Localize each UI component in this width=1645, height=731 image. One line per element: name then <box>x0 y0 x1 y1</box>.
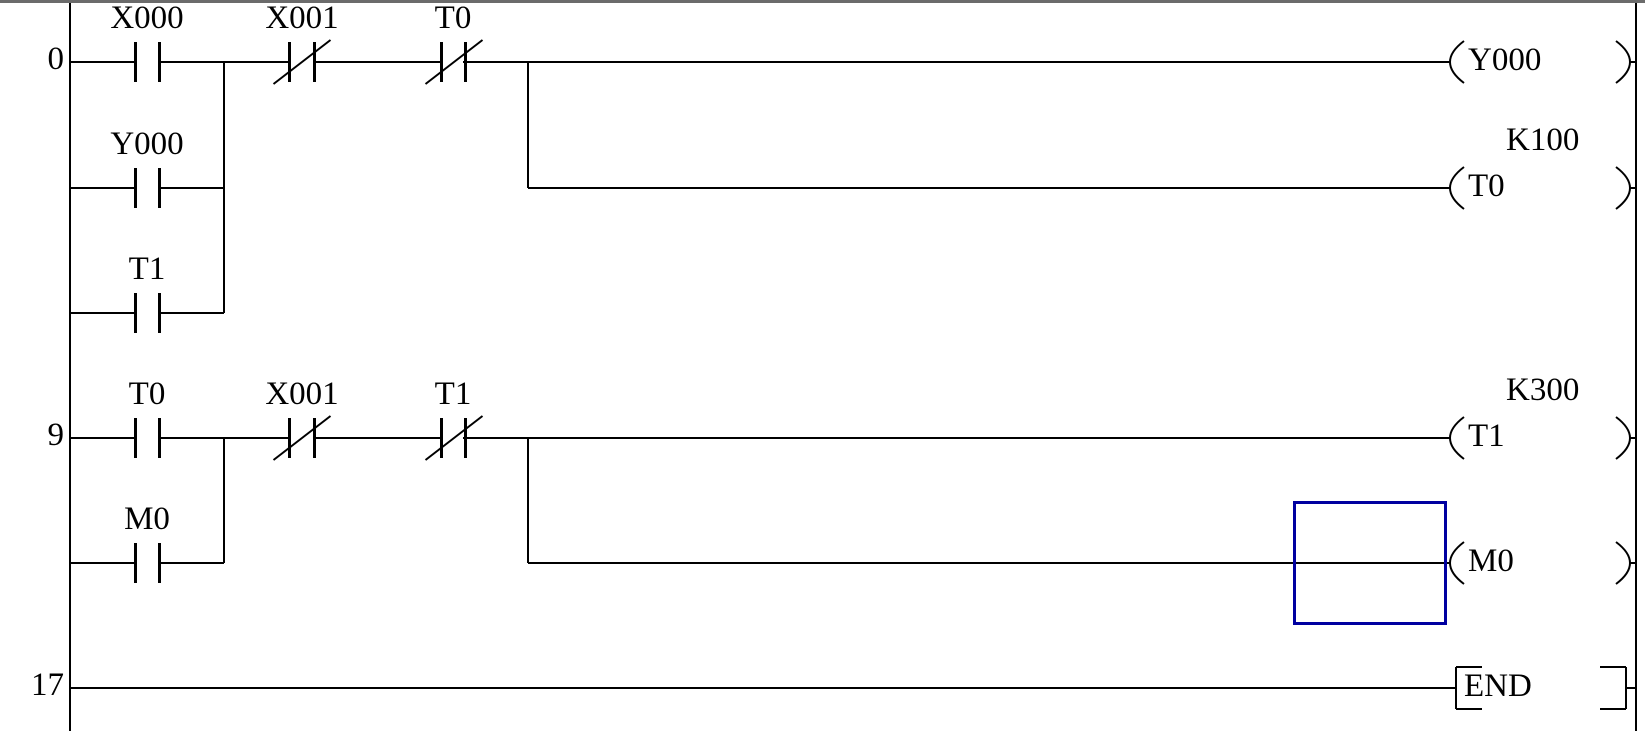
rung0-timer-coil-t0-label: T0 <box>1468 168 1505 204</box>
rung0-contact-y000-no[interactable] <box>134 168 161 208</box>
rung9-timer-coil-t1[interactable] <box>1449 416 1636 460</box>
rung0-contact-t1-no[interactable] <box>134 293 161 333</box>
rung0-wires <box>70 61 1451 314</box>
rung9-contact-x001-nc[interactable] <box>272 415 332 461</box>
rung0-contact-t0-nc[interactable] <box>424 39 484 85</box>
rung0-contact-x001-label: X001 <box>265 0 339 36</box>
selection-cursor[interactable] <box>1293 501 1447 625</box>
rung9-contact-m0-label: M0 <box>124 501 170 537</box>
rung0-coil-y000[interactable] <box>1449 40 1636 84</box>
rung9-contact-t1-nc[interactable] <box>424 415 484 461</box>
rung9-contact-m0-no[interactable] <box>134 543 161 583</box>
rung0-contact-t0-label: T0 <box>434 0 472 36</box>
rung9-timer-coil-t1-label: T1 <box>1468 418 1505 454</box>
rung0-timer-preset-k100: K100 <box>1506 122 1580 158</box>
rung17-step-number: 17 <box>31 667 64 703</box>
rung9-coil-m0[interactable] <box>1449 541 1636 585</box>
rung9-contact-t0-label: T0 <box>128 376 166 412</box>
rung0-step-number: 0 <box>47 41 65 77</box>
rung9-contact-t1-label: T1 <box>434 376 472 412</box>
rung0-timer-coil-t0[interactable] <box>1449 166 1636 210</box>
rung0-contact-x001-nc[interactable] <box>272 39 332 85</box>
rung17-end-label: END <box>1464 668 1532 704</box>
rung9-coil-m0-label: M0 <box>1468 543 1514 579</box>
window-top-border <box>0 0 1645 3</box>
rung0-contact-x000-no[interactable] <box>134 42 161 82</box>
rung9-timer-preset-k300: K300 <box>1506 372 1580 408</box>
rung0-coil-y000-label: Y000 <box>1468 42 1542 78</box>
rung0-contact-t1-label: T1 <box>128 251 166 287</box>
rung0-contact-y000-label: Y000 <box>110 126 184 162</box>
rung9-step-number: 9 <box>47 417 65 453</box>
rung9-contact-x001-label: X001 <box>265 376 339 412</box>
rung9-contact-t0-no[interactable] <box>134 418 161 458</box>
rung0-contact-x000-label: X000 <box>110 0 184 36</box>
rung9-wires <box>70 437 1451 564</box>
rung17-end-instruction[interactable] <box>1455 666 1636 710</box>
